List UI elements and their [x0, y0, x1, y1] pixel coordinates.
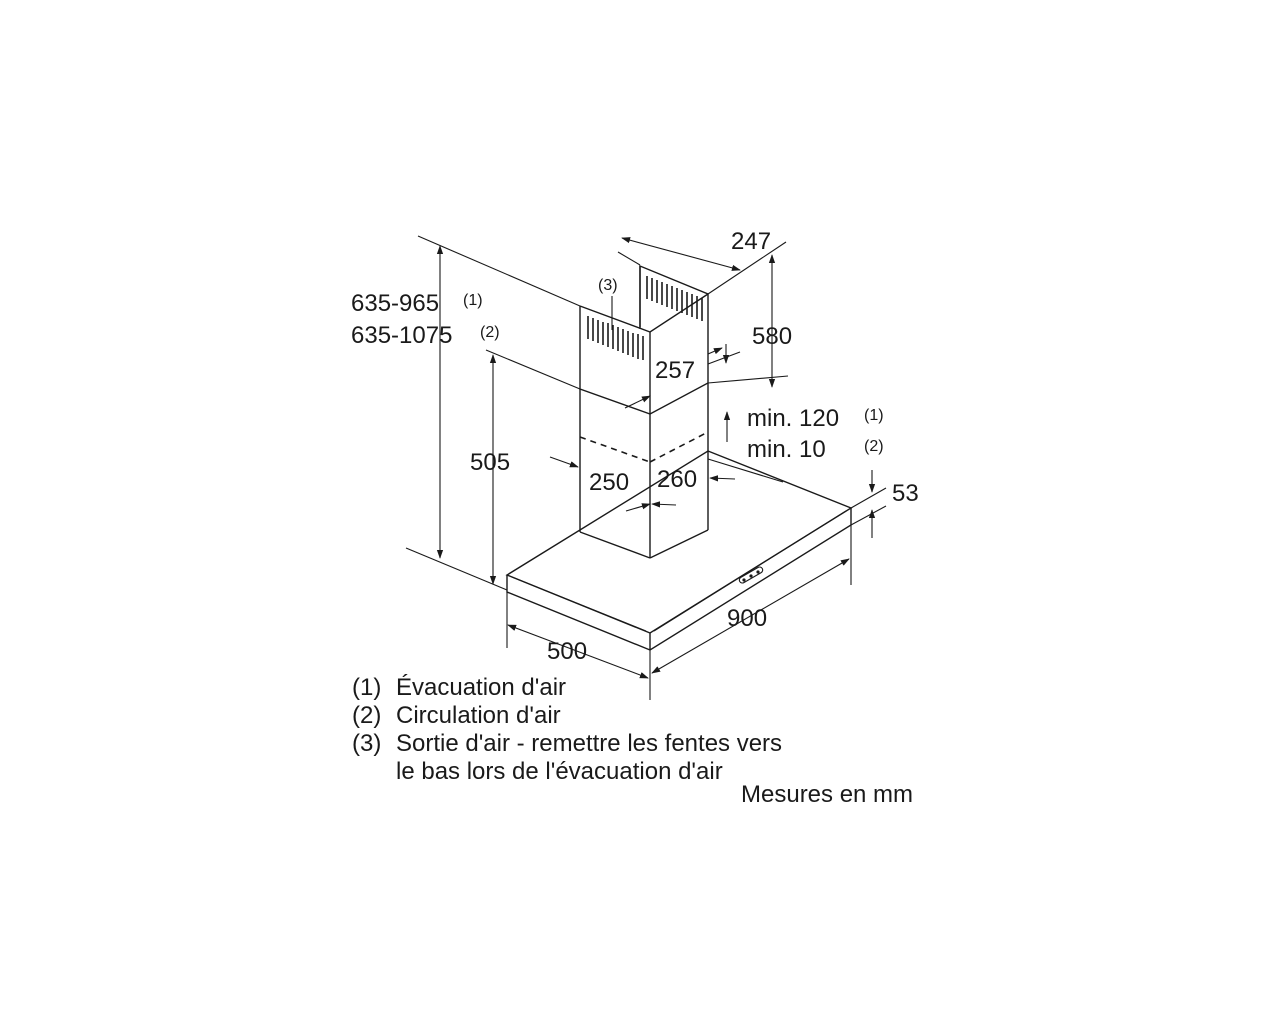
legend-item: (2) Circulation d'air: [352, 702, 782, 730]
legend-text: Évacuation d'air: [396, 674, 567, 701]
legend: (1) Évacuation d'air (2) Circulation d'a…: [352, 674, 782, 786]
legend-text-continued: le bas lors de l'évacuation d'air: [396, 758, 723, 785]
dimension-lines: [436, 237, 876, 679]
gap-recirc-ref: (2): [864, 438, 884, 455]
legend-mark: (3): [352, 730, 382, 757]
duct-width-lower-label: 250: [589, 469, 629, 496]
legend-item: (1) Évacuation d'air: [352, 674, 782, 702]
legend-item: (3) Sortie d'air - remettre les fentes v…: [352, 730, 782, 758]
duct-depth-label: 247: [731, 228, 771, 255]
total-height-recirc-label: 635-1075: [351, 322, 452, 349]
legend-text: Circulation d'air: [396, 702, 561, 729]
gap-exhaust-ref: (1): [864, 407, 884, 424]
duct-depth-lower-label: 260: [657, 466, 697, 493]
gap-exhaust-label: min. 120: [747, 405, 839, 432]
legend-text: Sortie d'air - remettre les fentes vers: [396, 730, 783, 757]
hood-depth-label: 500: [547, 638, 587, 665]
vent-slots-icon: [587, 276, 703, 360]
vent-ref-label: (3): [598, 277, 618, 294]
legend-mark: (1): [352, 674, 382, 701]
total-height-exhaust-ref: (1): [463, 292, 483, 309]
upper-duct-height-label: 580: [752, 323, 792, 350]
chimney-height-label: 505: [470, 449, 510, 476]
duct-width-upper-label: 257: [655, 357, 695, 384]
gap-recirc-label: min. 10: [747, 436, 826, 463]
total-height-recirc-ref: (2): [480, 324, 500, 341]
lower-chimney-duct: [579, 383, 709, 559]
units-note: Mesures en mm: [741, 781, 914, 808]
hood-width-label: 900: [727, 605, 767, 632]
legend-mark: (2): [352, 702, 382, 729]
total-height-exhaust-label: 635-965: [351, 290, 439, 317]
canopy-height-label: 53: [892, 480, 919, 507]
